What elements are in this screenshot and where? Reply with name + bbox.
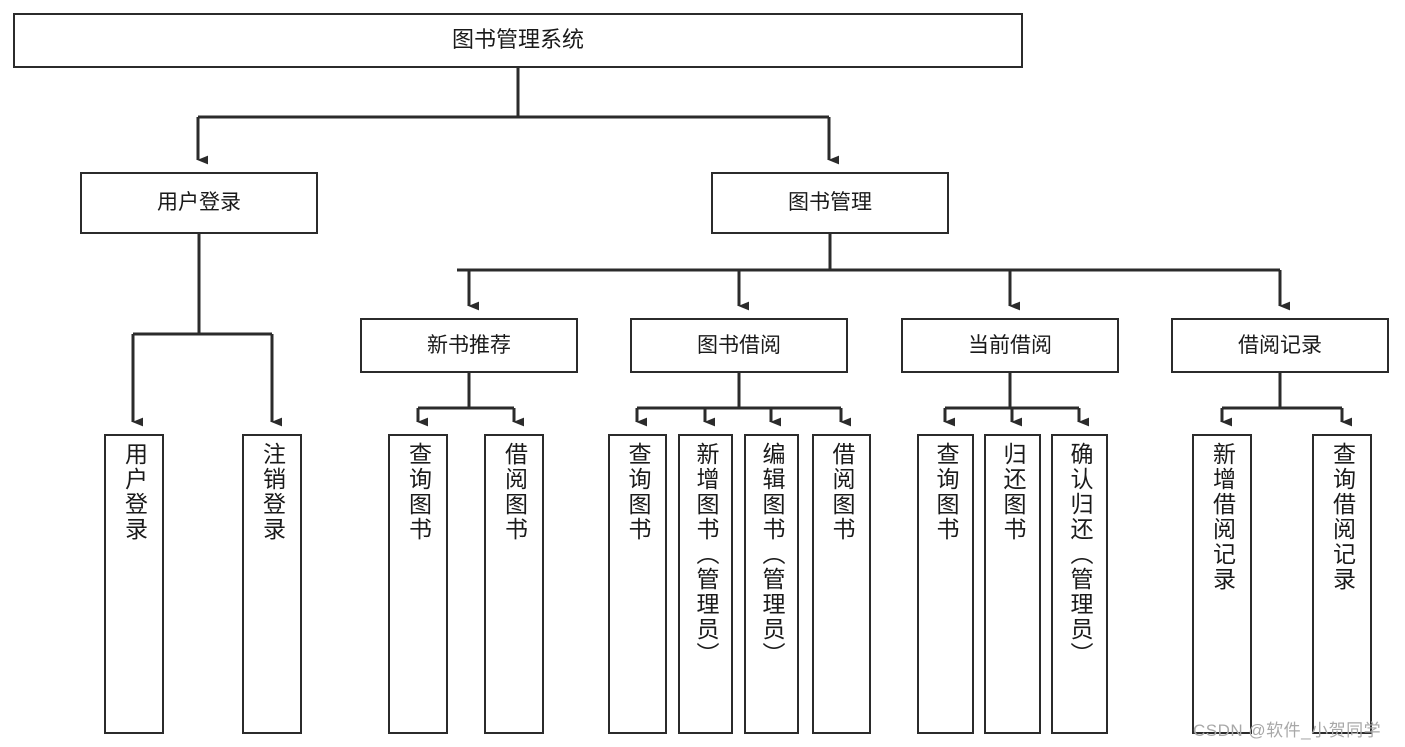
- node-leaf-edit-book[interactable]: 编辑图书（管理员）: [744, 434, 799, 734]
- node-leaf-logout[interactable]: 注销登录: [242, 434, 302, 734]
- node-leaf-query-book-3-label: 查询图书: [933, 442, 959, 542]
- node-leaf-query-book-2-label: 查询图书: [625, 442, 651, 542]
- node-book-borrow[interactable]: 图书借阅: [630, 318, 848, 373]
- node-leaf-borrow-book-1[interactable]: 借阅图书: [484, 434, 544, 734]
- node-leaf-query-record[interactable]: 查询借阅记录: [1312, 434, 1372, 734]
- node-leaf-borrow-book-1-label: 借阅图书: [501, 442, 528, 542]
- node-leaf-add-record-label: 新增借阅记录: [1209, 442, 1236, 592]
- node-book-borrow-label: 图书借阅: [697, 333, 781, 357]
- node-book-manage-label: 图书管理: [788, 191, 872, 215]
- node-leaf-query-record-label: 查询借阅记录: [1329, 442, 1356, 592]
- watermark: CSDN @软件_小贺同学: [1193, 721, 1382, 740]
- node-leaf-return-book-label: 归还图书: [1000, 442, 1026, 542]
- node-new-book-rec[interactable]: 新书推荐: [360, 318, 578, 373]
- node-root-label: 图书管理系统: [451, 27, 584, 53]
- node-leaf-add-record[interactable]: 新增借阅记录: [1192, 434, 1252, 734]
- node-leaf-query-book-2[interactable]: 查询图书: [608, 434, 667, 734]
- node-leaf-borrow-book-2[interactable]: 借阅图书: [812, 434, 871, 734]
- node-leaf-query-book-1[interactable]: 查询图书: [388, 434, 448, 734]
- node-leaf-add-book[interactable]: 新增图书（管理员）: [678, 434, 733, 734]
- node-borrow-record[interactable]: 借阅记录: [1171, 318, 1389, 373]
- node-book-manage[interactable]: 图书管理: [711, 172, 949, 234]
- node-leaf-logout-label: 注销登录: [259, 442, 286, 542]
- node-leaf-user-login[interactable]: 用户登录: [104, 434, 164, 734]
- node-leaf-confirm-return[interactable]: 确认归还（管理员）: [1051, 434, 1108, 734]
- node-current-borrow[interactable]: 当前借阅: [901, 318, 1119, 373]
- node-leaf-borrow-book-2-label: 借阅图书: [829, 442, 855, 542]
- node-new-book-rec-label: 新书推荐: [427, 333, 511, 357]
- node-root[interactable]: 图书管理系统: [13, 13, 1023, 68]
- node-borrow-record-label: 借阅记录: [1238, 333, 1322, 357]
- node-leaf-query-book-1-label: 查询图书: [405, 442, 432, 542]
- node-leaf-user-login-label: 用户登录: [121, 442, 148, 542]
- node-leaf-confirm-return-label: 确认归还（管理员）: [1067, 442, 1093, 667]
- node-leaf-edit-book-label: 编辑图书（管理员）: [759, 442, 785, 667]
- node-leaf-add-book-label: 新增图书（管理员）: [693, 442, 719, 667]
- node-leaf-return-book[interactable]: 归还图书: [984, 434, 1041, 734]
- node-user-login-label: 用户登录: [157, 191, 241, 215]
- node-current-borrow-label: 当前借阅: [968, 333, 1052, 357]
- node-leaf-query-book-3[interactable]: 查询图书: [917, 434, 974, 734]
- node-user-login[interactable]: 用户登录: [80, 172, 318, 234]
